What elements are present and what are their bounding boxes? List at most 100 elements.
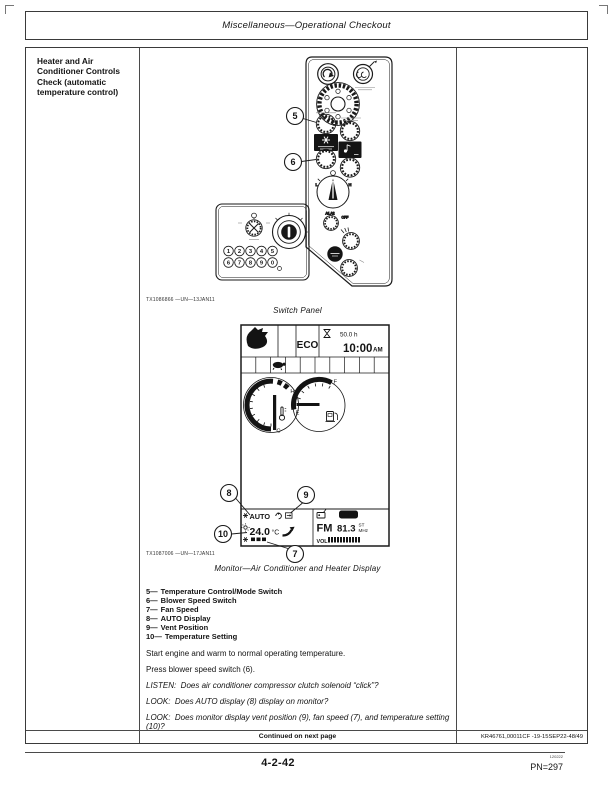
washer-knob	[340, 227, 360, 250]
instruction-paragraph: Start engine and warm to normal operatin…	[146, 649, 346, 658]
figure2-caption: Monitor—Air Conditioner and Heater Displ…	[214, 564, 381, 573]
svg-text:9: 9	[260, 261, 264, 267]
ac-display-cell: AUTO 24.0 °C	[241, 512, 295, 542]
svg-text:8: 8	[226, 488, 231, 498]
aux-label-off: OFF	[342, 216, 349, 220]
section-heading: Heater and Air Conditioner Controls Chec…	[37, 56, 120, 97]
key-switch-panel	[215, 203, 310, 281]
vent-position-icon	[282, 526, 295, 537]
fuel-pump-icon	[325, 411, 338, 422]
callout-5: 5	[285, 106, 317, 126]
column-divider-right	[456, 48, 457, 743]
radio-icon	[316, 508, 327, 519]
temp-needle	[273, 395, 277, 430]
engine-speed-dial: L H	[315, 170, 352, 209]
ac-temperature-value: 24.0	[250, 526, 271, 538]
compressor-icon	[275, 512, 282, 520]
radio-display-cell: CH1 FM 81.3 ST MHz VOL	[316, 508, 369, 545]
light-switch-knob	[238, 212, 270, 240]
rotary-selector-dial	[316, 82, 360, 126]
table-footer-rule	[26, 730, 587, 731]
ignition-key-switch	[271, 212, 308, 250]
radio-channel-label: CH1	[343, 513, 354, 519]
page-title: Miscellaneous—Operational Checkout	[222, 20, 391, 31]
ac-label-strip	[314, 134, 338, 151]
column-divider-left	[139, 48, 140, 743]
monitor-figure: ECO 50.0 h 10:00 AM	[213, 324, 390, 564]
callout-7: 7	[266, 541, 305, 564]
svg-text:5: 5	[271, 249, 275, 255]
listen-check-paragraph: LISTEN: Does air conditioner compressor …	[146, 681, 379, 690]
print-code: 120222	[549, 754, 563, 759]
radio-frequency-value: 81.3	[337, 524, 356, 535]
svg-text:7: 7	[292, 549, 297, 559]
crop-mark-top-right	[599, 5, 608, 14]
svg-text:0: 0	[271, 261, 274, 267]
thermometer-icon	[278, 406, 287, 421]
ac-temperature-unit: °C	[272, 529, 280, 537]
figure2-image-id: TX1087006 —UN—17JAN11	[146, 551, 215, 557]
temperature-mode-knob	[315, 112, 337, 135]
clock-meridiem: AM	[373, 347, 383, 354]
radio-volume-label: VOL	[317, 539, 329, 545]
switch-panel-figure: L H A1 A2 OFF	[215, 56, 393, 287]
svg-text:4: 4	[260, 249, 264, 255]
svg-text:8: 8	[249, 261, 253, 267]
fan-speed-bars	[251, 537, 266, 542]
auto-idle-button-icon	[317, 63, 339, 85]
figure1-image-id: TX1086866 —UN—13JAN11	[146, 297, 215, 303]
radio-knob-pair	[338, 117, 362, 178]
radio-frequency-unit: MHz	[359, 528, 369, 533]
continued-note: Continued on next page	[258, 733, 337, 740]
numeric-keypad: 1 2 3 4 5 6 7 8 9 0	[223, 245, 282, 271]
crop-mark-top-left	[5, 5, 14, 14]
legend-item: 5—Temperature Control/Mode Switch	[146, 587, 283, 596]
callout-10: 10	[213, 524, 248, 544]
aux-lower-knob	[340, 259, 365, 277]
wiper-button-icon	[352, 60, 377, 85]
radio-band-label: FM	[317, 523, 333, 535]
horn-button	[327, 246, 343, 262]
radio-stereo-label: ST	[359, 523, 365, 528]
running-header: Miscellaneous—Operational Checkout	[25, 11, 588, 40]
auto-idle-select-knob: A1 A2 OFF	[323, 211, 349, 231]
aux-label-a1a2: A1 A2	[325, 212, 334, 216]
legend-item: 7—Fan Speed	[146, 605, 199, 614]
svg-text:5: 5	[292, 111, 297, 121]
monitor-frame	[240, 324, 390, 547]
page-number: 4-2-42	[261, 757, 295, 769]
instruction-text: Start engine and warm to normal operatin…	[146, 649, 458, 738]
legend-item: 10—Temperature Setting	[146, 632, 238, 641]
snowflake-icon	[243, 513, 248, 518]
throttle-low-label: L	[316, 182, 319, 187]
hourmeter-icon	[323, 329, 331, 338]
legend-item: 6—Blower Speed Switch	[146, 596, 237, 605]
look-check-paragraph: LOOK: Does AUTO display (8) display on m…	[146, 697, 329, 706]
callout-6: 6	[283, 152, 317, 172]
svg-text:7: 7	[238, 261, 241, 267]
slow-speed-turtle-icon	[272, 361, 286, 371]
svg-text:10: 10	[218, 529, 228, 539]
callout-9: 9	[290, 485, 316, 514]
ac-auto-label: AUTO	[250, 512, 271, 521]
snowflake-icon	[243, 537, 248, 542]
figure1-caption: Switch Panel	[273, 306, 322, 315]
fuel-gauge: F E	[290, 376, 346, 432]
pn-number: PN=297	[530, 762, 563, 772]
eco-mode-label: ECO	[297, 340, 319, 351]
instruction-paragraph: Press blower speed switch (6).	[146, 665, 255, 674]
svg-text:3: 3	[249, 249, 253, 255]
svg-text:1: 1	[227, 249, 231, 255]
clock-time: 10:00	[343, 343, 372, 355]
micro-label-decor	[355, 87, 375, 91]
temp-cold-label: C	[276, 429, 280, 435]
doc-code: KR46761,00011CF -19-15SEP22-48/49	[480, 734, 583, 740]
figure-legend: 5—Temperature Control/Mode Switch 6—Blow…	[146, 587, 282, 641]
recirculation-icon	[285, 512, 293, 519]
legend-item: 9—Vent Position	[146, 623, 209, 632]
sun-icon	[241, 523, 250, 532]
fuel-full-label: F	[334, 380, 338, 386]
look-check-paragraph: LOOK: Does monitor display vent position…	[146, 713, 452, 732]
svg-text:6: 6	[227, 261, 231, 267]
